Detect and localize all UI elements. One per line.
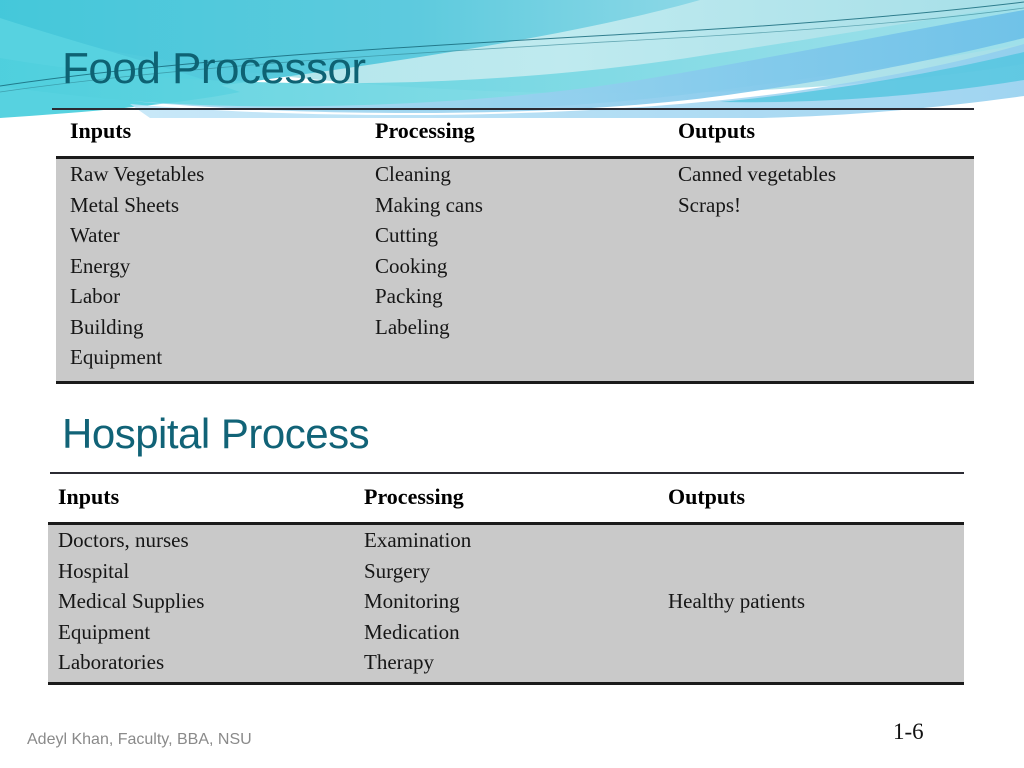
list-item: Medication	[364, 619, 460, 644]
table-body-food: Raw Vegetables Metal Sheets Water Energy…	[56, 156, 974, 384]
column-header-outputs: Outputs	[668, 484, 746, 509]
list-item: Canned vegetables	[678, 162, 837, 186]
wave-band-accent	[720, 52, 1024, 103]
column-header-processing: Processing	[375, 118, 475, 143]
list-item: Equipment	[70, 345, 163, 369]
column-outputs-hospital: Healthy patients	[668, 525, 805, 678]
column-header-inputs: Inputs	[70, 118, 132, 143]
column-header-processing: Processing	[364, 484, 464, 509]
list-item: Cleaning	[375, 162, 451, 186]
list-item: Laboratories	[58, 650, 165, 674]
list-item: Doctors, nurses	[58, 528, 189, 552]
table-body-hospital: Doctors, nurses Hospital Medical Supplie…	[48, 522, 964, 685]
list-item: Medical Supplies	[58, 589, 205, 613]
table-header-row-hospital: Inputs Processing Outputs	[48, 482, 964, 522]
list-item: Energy	[70, 253, 131, 278]
list-item: Surgery	[364, 558, 431, 583]
title-divider-food	[52, 108, 974, 110]
table-food-processor: Inputs Processing Outputs Raw Vegetables…	[56, 116, 974, 384]
list-item: Cooking	[375, 253, 448, 278]
column-outputs-food: Canned vegetables Scraps!	[678, 159, 836, 220]
list-item: Hospital	[58, 558, 130, 583]
list-item: Labor	[70, 284, 121, 308]
table-hospital-process: Inputs Processing Outputs Doctors, nurse…	[48, 482, 964, 685]
list-item: Metal Sheets	[70, 192, 180, 217]
list-item: Cutting	[375, 223, 439, 247]
list-item: Examination	[364, 528, 472, 552]
table-header-row-food: Inputs Processing Outputs	[56, 116, 974, 156]
column-processing-food: Cleaning Making cans Cutting Cooking Pac…	[375, 159, 483, 342]
section-title-hospital-process: Hospital Process	[62, 410, 370, 457]
list-item: Therapy	[364, 650, 434, 674]
list-item: Equipment	[58, 619, 151, 644]
title-divider-hospital	[50, 472, 964, 474]
column-inputs-hospital: Doctors, nurses Hospital Medical Supplie…	[58, 525, 204, 678]
section-title-food-processor: Food Processor	[62, 44, 366, 93]
page-number: 1-6	[893, 719, 924, 744]
list-item: Scraps!	[678, 192, 741, 217]
column-inputs-food: Raw Vegetables Metal Sheets Water Energy…	[70, 159, 204, 373]
list-item: Packing	[375, 284, 443, 308]
footer-credit-text: Adeyl Khan, Faculty, BBA, NSU	[27, 731, 252, 748]
list-item: Labeling	[375, 314, 450, 339]
list-item: Building	[70, 314, 144, 339]
list-item: Healthy patients	[668, 589, 806, 613]
list-item: Monitoring	[364, 589, 460, 613]
column-processing-hospital: Examination Surgery Monitoring Medicatio…	[364, 525, 471, 678]
list-item: Raw Vegetables	[70, 162, 205, 186]
column-header-inputs: Inputs	[58, 484, 120, 509]
list-item: Making cans	[375, 192, 483, 217]
column-header-outputs: Outputs	[678, 118, 756, 143]
list-item: Water	[70, 223, 120, 247]
